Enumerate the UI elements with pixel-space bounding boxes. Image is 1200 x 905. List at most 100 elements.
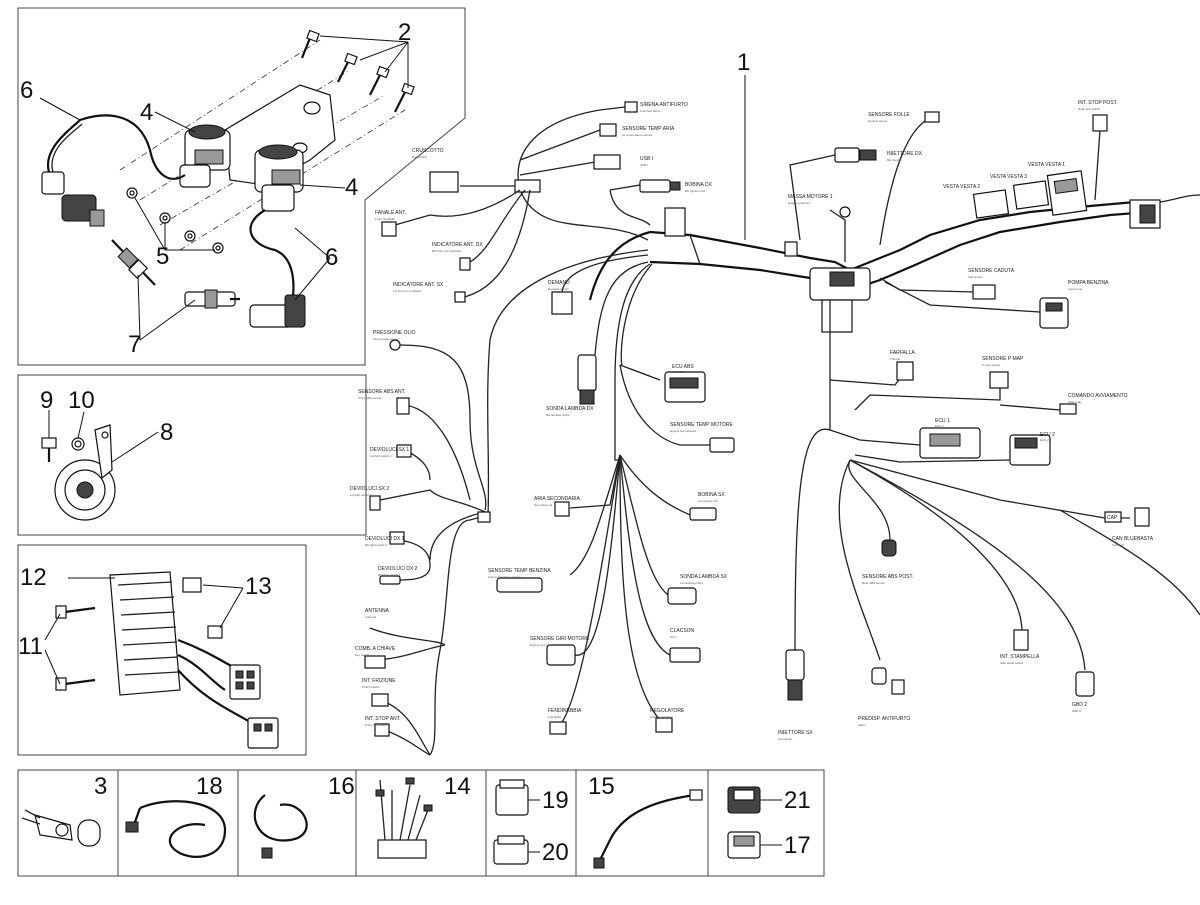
svg-text:LH injector: LH injector xyxy=(778,737,792,741)
label-comb-a-chiave: Comb. a chiave xyxy=(355,646,396,652)
svg-text:USB I: USB I xyxy=(640,163,648,167)
callout-8: 8 xyxy=(160,419,173,446)
relay-icon xyxy=(493,779,529,865)
callout-15: 15 xyxy=(588,773,615,800)
svg-text:Anti-theft alarm: Anti-theft alarm xyxy=(640,109,661,113)
label-sensore-giri-motore: Sensore giri motore xyxy=(530,636,590,642)
main-harness: 1 xyxy=(364,49,1200,756)
injector-icon xyxy=(834,147,877,163)
label-vesta-1: Vesta vesta 1 xyxy=(1028,162,1065,168)
label-sensore-abs-ant: Sensore ABS ant. xyxy=(358,389,406,395)
panel-ignition-coils: 2 6 4 4 5 6 7 xyxy=(17,7,466,366)
label-clacson: Clacson xyxy=(670,628,695,634)
ignition-coil-icon xyxy=(254,144,304,212)
label-gbd2: GBD 2 xyxy=(1072,702,1087,708)
label-ecu-abs: ECU ABS xyxy=(672,364,694,370)
component-labels: Sirena antifurto Anti-theft alarm Sensor… xyxy=(350,100,1154,741)
cable-icon xyxy=(253,794,308,859)
svg-text:Air temperature sensor: Air temperature sensor xyxy=(622,133,653,137)
label-sensore-temp-aria: Sensore temp aria xyxy=(622,126,675,132)
fuse-box-icon xyxy=(972,170,1088,219)
label-aria-secondaria: Aria secondaria xyxy=(534,496,581,502)
callout-14: 14 xyxy=(444,773,471,800)
label-ecu1: ECU 1 xyxy=(935,418,950,424)
label-sensore-p-map: Sensore P map xyxy=(982,356,1024,362)
regulator-icon xyxy=(109,571,181,696)
svg-text:LH light switch 1: LH light switch 1 xyxy=(370,454,392,458)
label-int-stampella: Int. stampella xyxy=(1000,654,1040,660)
svg-text:ABS ECU: ABS ECU xyxy=(672,370,685,374)
label-indicatore-ant-sx: Indicatore ant. sx xyxy=(393,282,444,288)
cable-icon xyxy=(125,800,227,858)
label-iniettore-dx: Iniettore dx xyxy=(887,151,923,157)
connector-icon xyxy=(229,664,261,700)
svg-text:LH lambda probe: LH lambda probe xyxy=(680,581,703,585)
label-demand: Demand xyxy=(548,280,570,286)
svg-text:Rear ABS sensor: Rear ABS sensor xyxy=(862,581,885,585)
label-vesta-2: Vesta vesta 2 xyxy=(943,184,980,190)
cable-icon xyxy=(593,789,703,869)
callout-4: 4 xyxy=(345,174,358,201)
label-antenna: Antenna xyxy=(365,608,390,614)
connector-icon xyxy=(247,717,279,749)
svg-text:Engine temperature: Engine temperature xyxy=(670,429,697,433)
callout-19: 19 xyxy=(542,787,569,814)
svg-text:RH light switch 1: RH light switch 1 xyxy=(365,543,388,547)
label-vesta-3: Vesta vesta 3 xyxy=(990,174,1027,180)
callout-5: 5 xyxy=(156,243,169,270)
label-cruscotto: Cruscotto xyxy=(412,148,444,154)
label-int-frizione: Int. frizione xyxy=(362,678,396,684)
injector-icon xyxy=(785,649,805,701)
callout-20: 20 xyxy=(542,839,569,866)
label-fanale-ant: Fanale ant. xyxy=(375,210,406,216)
panel-accessories: 3 18 16 14 xyxy=(17,769,825,877)
horn-icon xyxy=(54,424,116,521)
svg-text:Neutral sensor: Neutral sensor xyxy=(868,119,888,123)
label-fendinebbia: Fendinebbia xyxy=(548,708,582,714)
callout-16: 16 xyxy=(328,773,355,800)
callout-11: 11 xyxy=(18,633,43,660)
svg-text:Front ABS sensor: Front ABS sensor xyxy=(358,396,382,400)
label-sonda-lambda-dx: Sonda lambda dx xyxy=(546,406,594,412)
svg-text:Demand sensor: Demand sensor xyxy=(548,287,569,291)
svg-text:Front headlight: Front headlight xyxy=(375,217,395,221)
label-devioluci-sx1: Devioluci sx 1 xyxy=(370,447,409,453)
svg-text:LH light switch 2: LH light switch 2 xyxy=(350,493,372,497)
callout-7: 7 xyxy=(128,331,141,358)
svg-text:Rear stop switch: Rear stop switch xyxy=(1078,107,1101,111)
callout-1: 1 xyxy=(737,49,750,76)
label-ecu2: ECU 2 xyxy=(1040,432,1055,438)
svg-text:Fall sensor: Fall sensor xyxy=(968,275,983,279)
label-devioluci-dx1: Devioluci dx 1 xyxy=(365,536,405,542)
callout-4: 4 xyxy=(140,99,153,126)
sensor-icon xyxy=(21,809,101,847)
callout-3: 3 xyxy=(94,773,107,800)
callout-13: 13 xyxy=(245,573,272,600)
svg-text:Antenna: Antenna xyxy=(365,615,377,619)
svg-text:Engine rpm sensor: Engine rpm sensor xyxy=(530,643,555,647)
callout-6: 6 xyxy=(20,77,33,104)
svg-text:RH injector: RH injector xyxy=(887,158,902,162)
harness-icon xyxy=(375,777,433,859)
label-pressione-olio: Pressione olio xyxy=(373,330,416,336)
label-indicatore-ant-dx: Indicatore ant. dx xyxy=(432,242,483,248)
callout-21: 21 xyxy=(784,787,811,814)
panel-regulator: 12 13 11 xyxy=(17,544,307,756)
label-sonda-lambda-sx: Sonda lambda sx xyxy=(680,574,728,580)
abs-ecu-icon xyxy=(664,371,706,403)
svg-text:Alarm: Alarm xyxy=(858,723,866,727)
label-massa-motore: Massa motore 1 xyxy=(788,194,833,200)
callout-18: 18 xyxy=(196,773,223,800)
label-int-stop-post: Int. stop post. xyxy=(1078,100,1118,106)
ecu-icon xyxy=(1009,434,1051,466)
lambda-probe-icon xyxy=(577,354,597,405)
label-can-bluebasta: CAN bluebasta xyxy=(1112,536,1154,542)
svg-text:Secondary air: Secondary air xyxy=(534,503,553,507)
svg-text:RH lambda probe: RH lambda probe xyxy=(546,413,570,417)
svg-text:Fuel pump: Fuel pump xyxy=(1068,287,1083,291)
label-sensore-caduta: Sensore caduta xyxy=(968,268,1015,274)
svg-text:CAN bus: CAN bus xyxy=(1112,543,1125,547)
label-predisp-antifurto: Predisp. antifurto xyxy=(858,716,910,722)
svg-text:ECU 2: ECU 2 xyxy=(1040,438,1049,442)
label-sensore-temp-benzina: Sensore temp benzina xyxy=(488,568,551,574)
